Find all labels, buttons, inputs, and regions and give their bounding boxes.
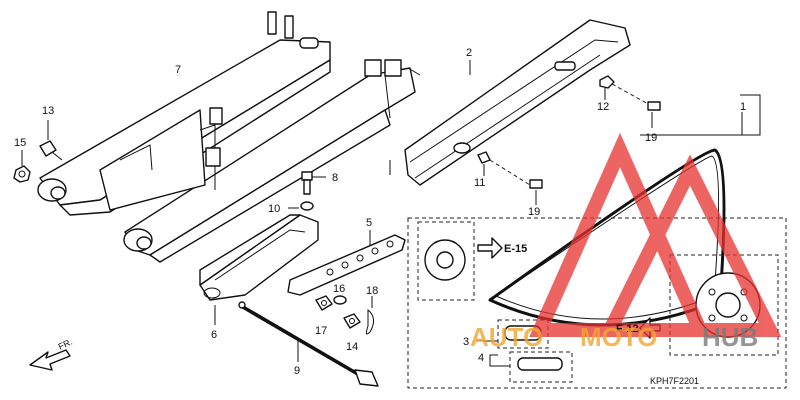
label-part-9[interactable]: 9: [294, 365, 300, 377]
front-direction-arrow: [29, 349, 71, 371]
label-part-7[interactable]: 7: [175, 64, 181, 76]
watermark-text-right: HUB: [702, 322, 758, 352]
label-part-17[interactable]: 17: [315, 325, 327, 337]
direction-label: FR.: [57, 337, 74, 352]
watermark-text-mid: MOTO: [580, 322, 658, 352]
reference-front-sprocket[interactable]: E-15: [504, 243, 527, 255]
label-part-4[interactable]: 4: [478, 352, 484, 364]
label-part-15[interactable]: 15: [14, 137, 26, 149]
diagram-code: KPH7F2201: [650, 376, 699, 386]
label-part-11[interactable]: 11: [474, 177, 485, 189]
label-part-8[interactable]: 8: [332, 172, 338, 184]
label-part-2[interactable]: 2: [466, 47, 472, 59]
label-part-16[interactable]: 16: [333, 283, 345, 295]
fasteners-left: [13, 120, 63, 183]
reference-rear-sprocket[interactable]: F-12: [616, 323, 639, 335]
watermark-text: AUTO MOTO HUB: [470, 322, 758, 352]
label-part-12[interactable]: 12: [597, 101, 609, 113]
swingarm-drawing: [37, 11, 421, 263]
center-parts: [199, 171, 406, 325]
label-part-3[interactable]: 3: [463, 336, 469, 348]
label-part-10[interactable]: 10: [268, 203, 280, 215]
label-part-6[interactable]: 6: [211, 329, 217, 341]
label-part-5[interactable]: 5: [366, 217, 372, 229]
watermark-logo: [529, 132, 782, 337]
axle-and-hardware: [238, 295, 379, 387]
label-part-14[interactable]: 14: [346, 341, 358, 353]
label-part-18[interactable]: 18: [366, 285, 378, 297]
label-part-1[interactable]: 1: [740, 101, 746, 113]
chain-case-drawing: [384, 19, 661, 205]
label-part-19-upper[interactable]: 19: [645, 132, 657, 144]
label-part-13[interactable]: 13: [42, 105, 54, 117]
watermark-text-left: AUTO: [470, 322, 543, 352]
label-part-19-lower[interactable]: 19: [528, 206, 540, 218]
